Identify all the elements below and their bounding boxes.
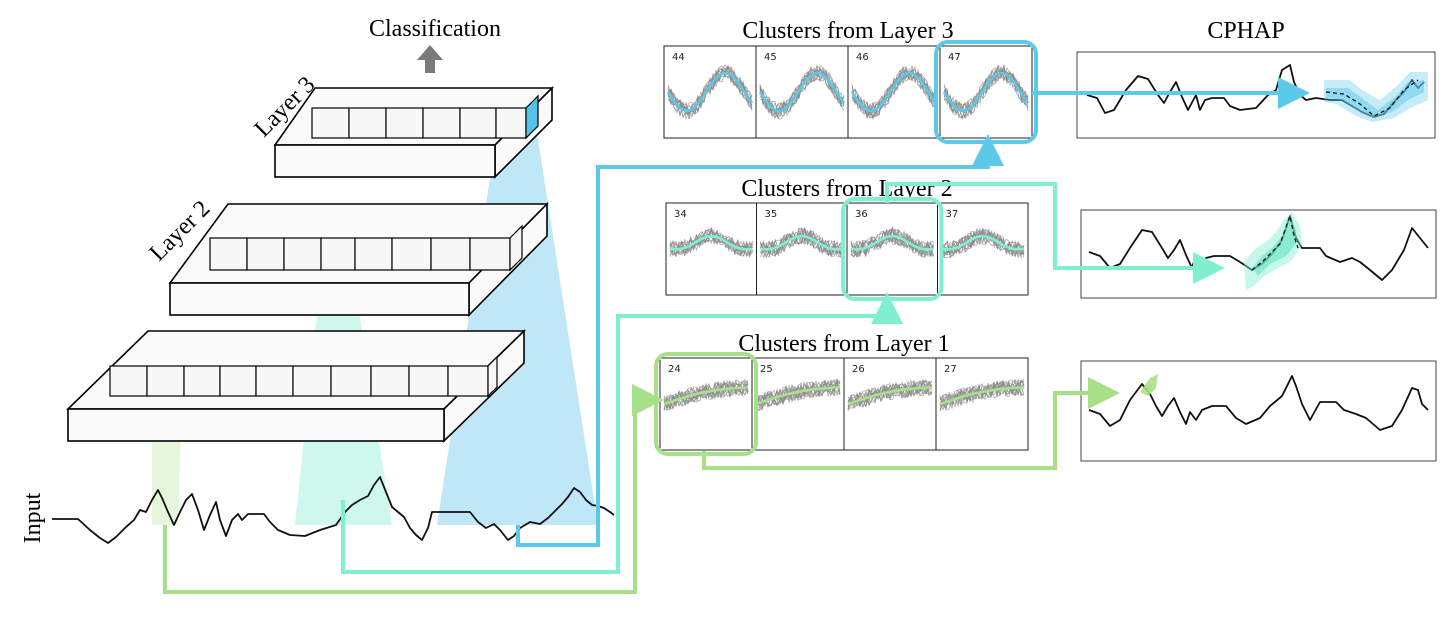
layer1-cluster-title: Clusters from Layer 1 [738,331,949,357]
input-label: Input [20,492,46,543]
cluster-24-label: 24 [668,364,681,375]
cluster-27-label: 27 [944,364,957,375]
layer3-receptive-field [437,133,598,525]
layer1-cluster-group: Clusters from Layer 1 24 25 26 27 [654,331,1029,456]
layer2-cells [209,224,523,272]
cphap-column: CPHAP [1076,18,1437,462]
cluster-35-centroid [760,234,844,251]
layer1-source-connector [163,384,664,594]
classification-title: Classification [369,16,501,42]
cluster-37-label: 37 [946,209,959,220]
cphap-title: CPHAP [1207,18,1284,44]
cluster-44-label: 44 [672,52,685,63]
cluster-24-panel: 24 [663,364,749,412]
connectors [163,77,1310,594]
cluster-37-centroid [941,234,1025,251]
layer2-source-connector [341,292,903,574]
layer1-block [66,329,526,443]
cluster-45-panel: 45 [755,46,846,138]
cluster-44-centroid [666,71,754,113]
cluster-47-panel: 47 [939,46,1030,138]
cluster-27-centroid [939,386,1025,406]
layer3-source-connector [516,134,1004,547]
layer3-cluster-title: Clusters from Layer 3 [742,18,953,44]
cluster-44-panel: 44 [666,52,754,121]
cphap-result-layer1 [1080,360,1437,462]
cluster-35-panel: 35 [756,203,844,295]
layer2-to-cphap-arrow [885,182,1225,284]
cluster-37-panel: 37 [937,203,1025,295]
layer1-to-cphap-arrow [702,377,1120,470]
cluster-25-label: 25 [760,364,773,375]
cluster-46-panel: 46 [847,46,938,138]
cluster-26-panel: 26 [843,358,933,450]
cluster-25-panel: 25 [751,358,841,450]
layer2-block: Layer 2 [145,196,549,317]
cluster-45-label: 45 [764,52,777,63]
up-arrow-icon [417,45,443,73]
cluster-47-centroid [942,71,1030,113]
cluster-34-label: 34 [674,209,687,220]
cluster-26-centroid [847,386,933,406]
cluster-36-label: 36 [855,209,868,220]
cluster-36-panel: 36 [846,203,934,295]
cluster-27-panel: 27 [935,358,1025,450]
cluster-46-centroid [850,71,938,113]
cluster-47-label: 47 [948,52,961,63]
receptive-fields [152,133,598,525]
cluster-25-centroid [755,386,841,406]
cluster-34-centroid [669,234,753,251]
cphap-result-layer2 [1080,209,1437,299]
layer3-block: Layer 3 [250,72,554,179]
cluster-45-centroid [758,71,846,113]
cluster-26-label: 26 [852,364,865,375]
layer3-cells [311,94,539,140]
cluster-46-label: 46 [856,52,869,63]
layer1-cells [109,355,498,398]
input-signal: Input [20,476,615,544]
classification-header: Classification [369,16,501,73]
cluster-24-centroid [663,386,749,406]
cluster-35-label: 35 [765,209,778,220]
cluster-34-panel: 34 [669,209,753,258]
cluster-36-centroid [850,234,934,251]
layer3-cluster-group: Clusters from Layer 3 44 45 46 47 [663,18,1038,144]
